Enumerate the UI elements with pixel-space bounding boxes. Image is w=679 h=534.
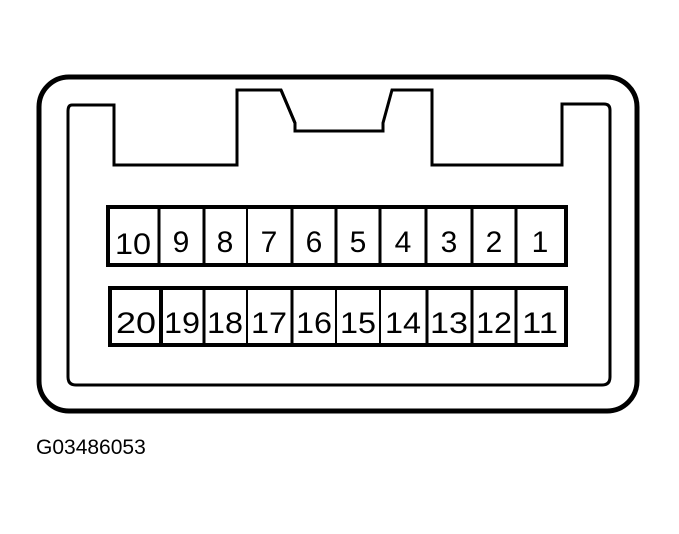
pin-row-top: 10 9 8 7 6 5 4 3 2 1 [106, 205, 568, 267]
pin-19: 19 [164, 307, 200, 340]
pin-13: 13 [430, 307, 468, 340]
pin-2: 2 [486, 226, 503, 259]
pin-15: 15 [340, 307, 376, 340]
pin-10: 10 [115, 228, 151, 261]
pin-7: 7 [261, 226, 278, 259]
pin-4: 4 [395, 226, 412, 259]
pin-3: 3 [441, 226, 458, 259]
pin-row-bottom: 20 19 18 17 16 15 14 13 12 11 [108, 286, 568, 347]
pin-20: 20 [116, 307, 156, 340]
pin-14: 14 [385, 307, 421, 340]
pin-18: 18 [207, 307, 243, 340]
figure-id-caption: G03486053 [36, 436, 146, 459]
pin-5: 5 [350, 226, 367, 259]
connector-inner-contour [66, 88, 612, 387]
pin-6: 6 [306, 226, 323, 259]
pin-9: 9 [173, 226, 190, 259]
pin-11: 11 [522, 307, 558, 340]
pin-1: 1 [532, 226, 549, 259]
pin-16: 16 [296, 307, 332, 340]
pin-8: 8 [217, 226, 234, 259]
connector-outer-housing [36, 74, 640, 414]
key-notch [279, 89, 297, 124]
pin-17: 17 [251, 307, 287, 340]
pin-12: 12 [476, 307, 512, 340]
